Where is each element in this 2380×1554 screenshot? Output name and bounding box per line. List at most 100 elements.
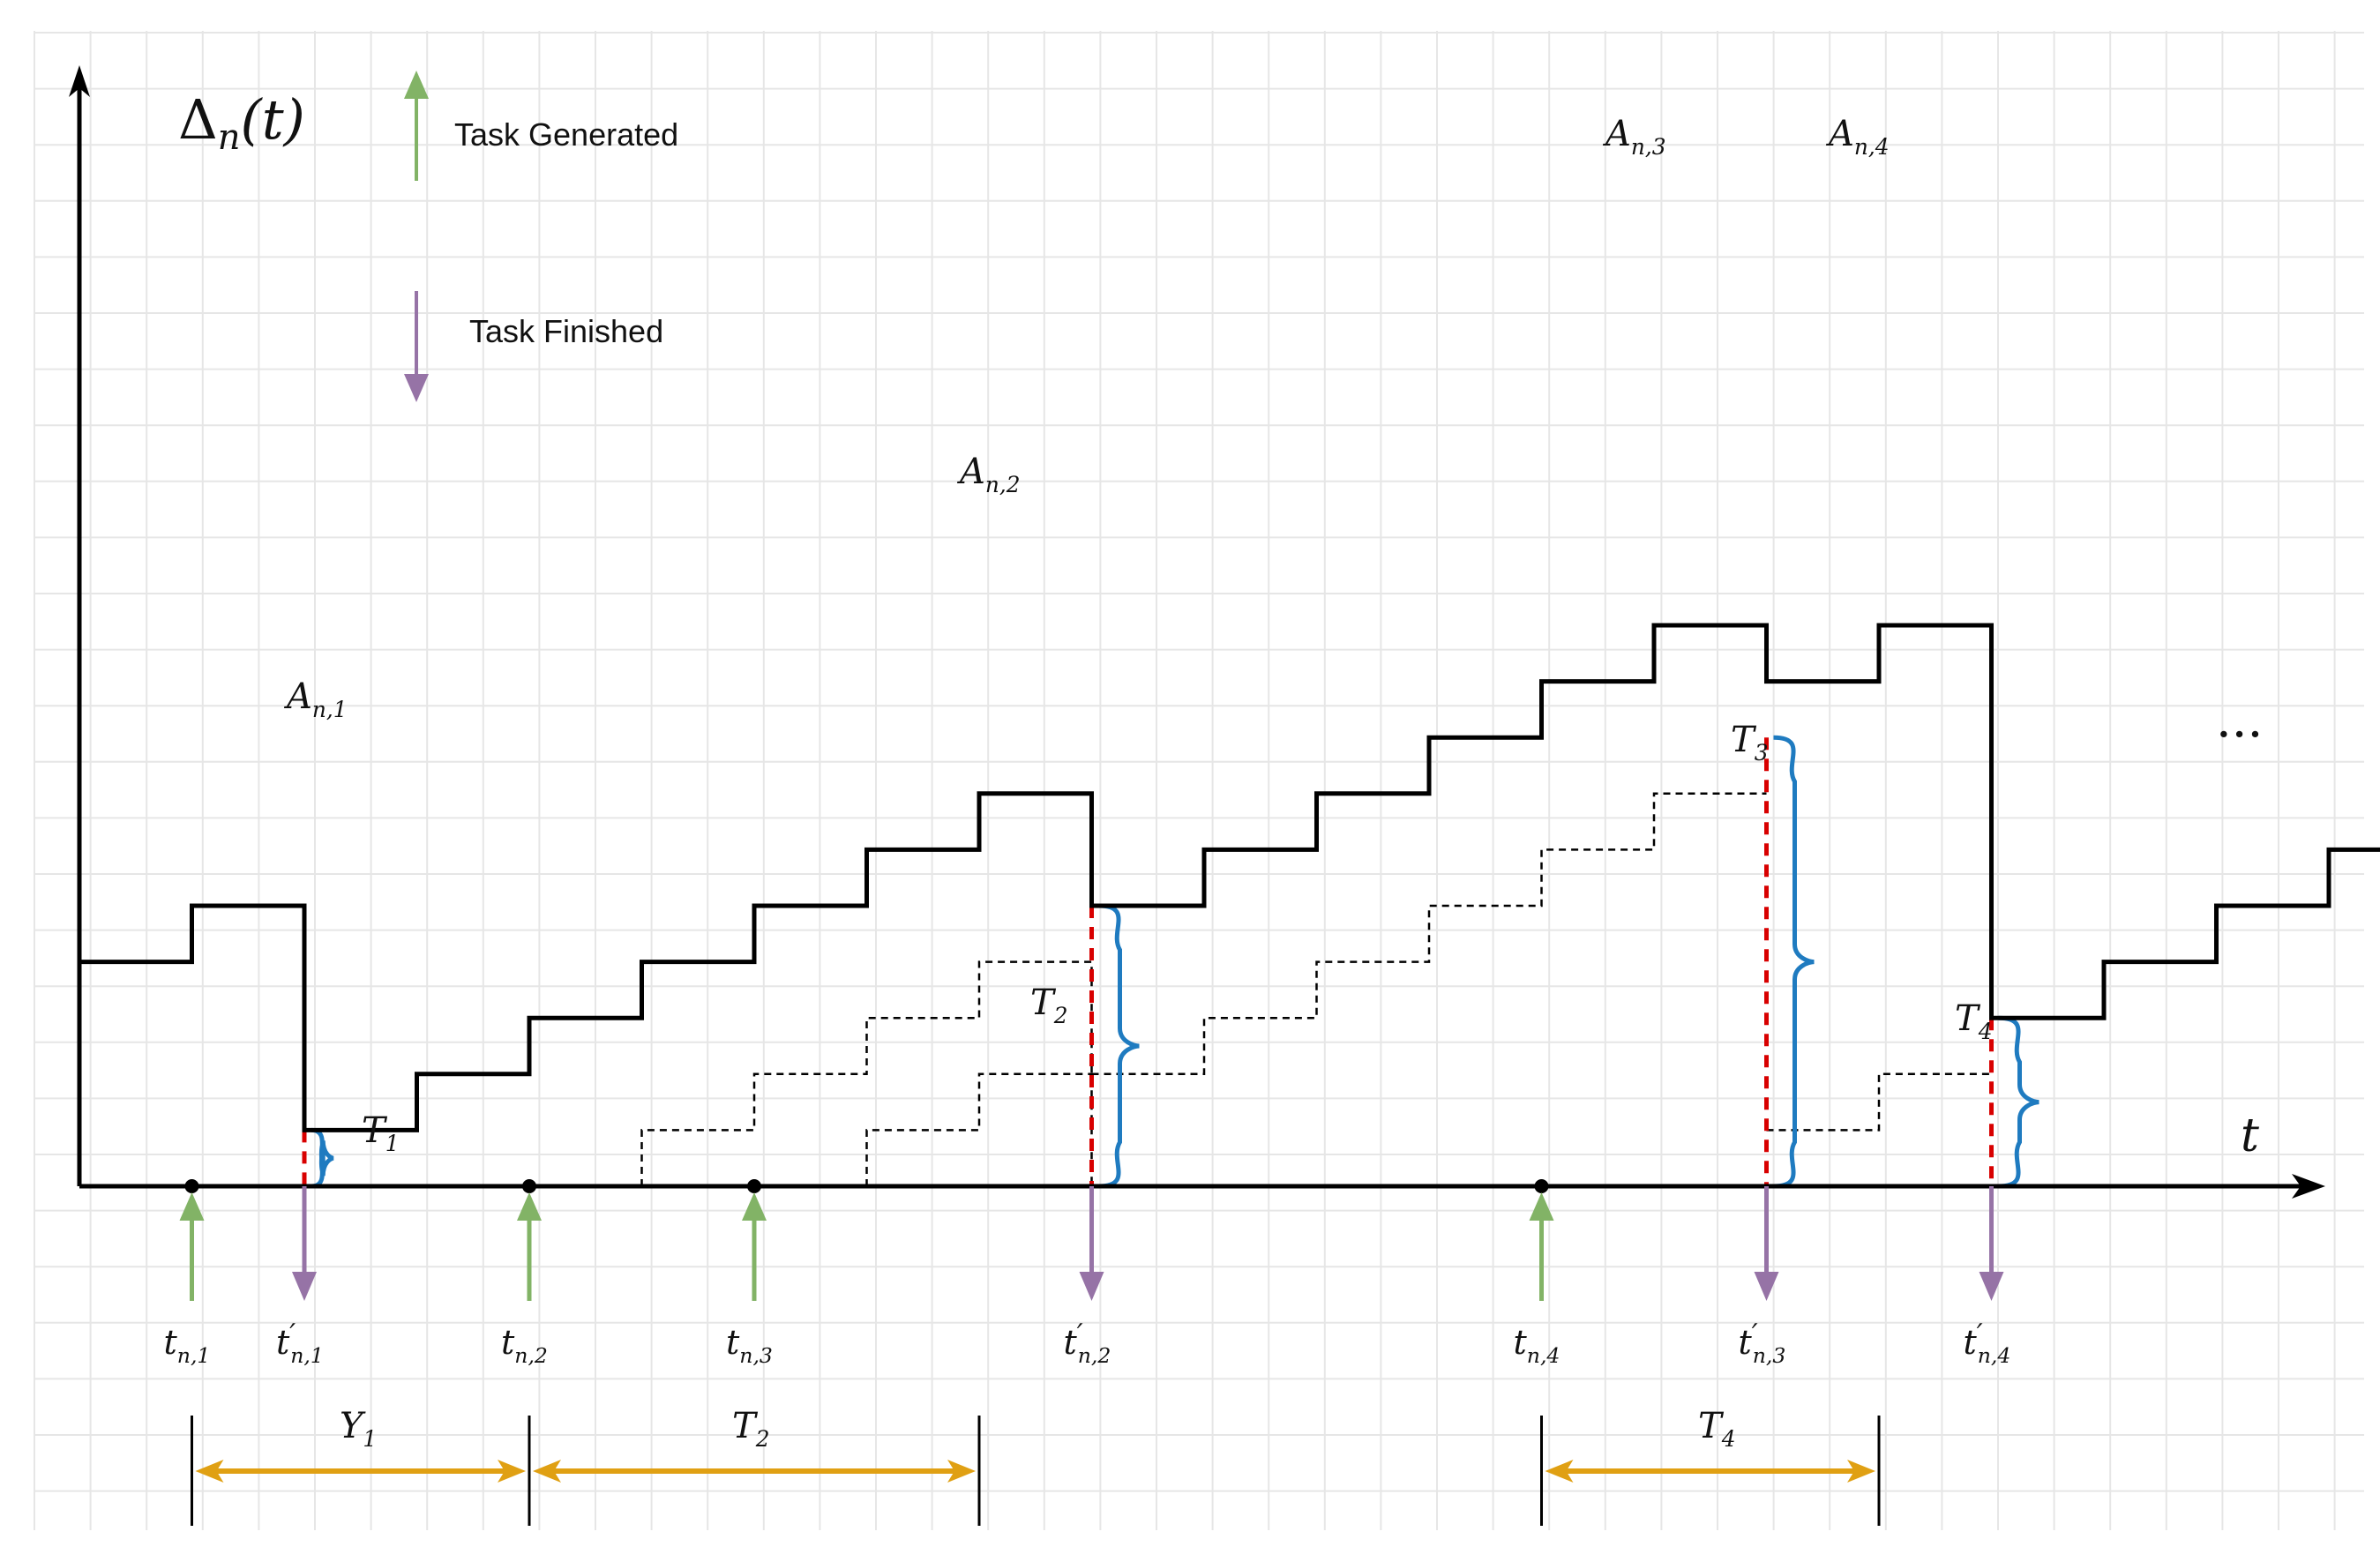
time-label-main: t [501,1323,515,1362]
service-time-braces [311,735,2039,1189]
dashed-staircase-1 [640,960,1093,1186]
time-label-main: t [1964,1323,1978,1362]
peak-label-sub: n,2 [985,472,1021,497]
brace-T2 [1098,903,1140,1189]
brace-T1 [311,1127,334,1189]
time-label: t′n,3 [1739,1319,1786,1368]
peak-label: An,3 [1602,114,1666,160]
brace-label-main: T [362,1110,388,1151]
interval-label-main: T [732,1406,759,1446]
x-axis-label: t [2241,1109,2259,1162]
red-dashed-drop-lines [302,737,1994,1186]
event-arrows [179,1186,2004,1301]
peak-label-main: A [283,676,312,717]
generation-dot [1534,1179,1549,1193]
time-label-main: t [726,1323,740,1362]
brace-T3 [1773,735,1815,1189]
interval-label: T2 [732,1406,769,1452]
x-axis-arrowhead [2292,1174,2325,1199]
finished-arrow-head [1079,1272,1104,1301]
interval-T4-head-right [1847,1460,1875,1483]
brace-label: T2 [1030,982,1067,1028]
time-label-main: t [1514,1323,1528,1362]
legend-finished-label: Task Finished [469,313,663,349]
time-label-prime: ′ [1077,1319,1083,1350]
y-axis-label-symbol: Δ [178,87,218,152]
time-label: t′n,4 [1964,1319,2011,1368]
peak-label-sub: n,4 [1854,134,1890,160]
time-label-main: t [1739,1323,1753,1362]
legend-generated-label: Task Generated [454,116,678,153]
generation-dot [522,1179,536,1193]
peak-label-main: A [956,452,985,492]
peak-label: An,2 [956,452,1021,497]
time-label-sub: n,1 [177,1343,211,1368]
time-label-sub: n,2 [1078,1343,1111,1368]
time-label-sub: n,3 [739,1343,773,1368]
background-grid [34,31,2364,1530]
y-axis-label-arg: (t) [241,87,305,152]
dashed-staircase-2 [865,1072,1092,1186]
brace-label-sub: 1 [385,1131,400,1156]
interval-T4-head-left [1545,1460,1574,1483]
interval-arrows [191,1416,1881,1526]
y-axis-label: Δn(t) [178,87,305,158]
peak-label-sub: n,1 [312,697,348,722]
time-label: t′n,2 [1064,1319,1111,1368]
peak-label: An,4 [1825,114,1890,160]
interval-T2-head-left [533,1460,561,1483]
time-label-main: t [276,1323,290,1362]
y-axis-arrowhead [69,65,90,97]
time-label: tn,1 [164,1323,211,1368]
peak-label-main: A [1602,114,1631,154]
time-label-main: t [164,1323,178,1362]
finished-arrow-head [1754,1272,1779,1301]
time-label-prime: ′ [289,1319,296,1350]
generation-dot [747,1179,761,1193]
time-label-prime: ′ [1752,1319,1758,1350]
interval-T2-head-right [947,1460,976,1483]
time-label: tn,4 [1514,1323,1560,1368]
axes [69,65,2325,1199]
time-label-main: t [1064,1323,1078,1362]
brace-label-sub: 4 [1978,1019,1993,1044]
interval-label: T4 [1698,1406,1735,1452]
time-label-prime: ′ [1977,1319,1983,1350]
brace-label: T1 [362,1110,399,1156]
brace-label-sub: 3 [1755,740,1769,766]
interval-label-sub: 4 [1721,1426,1736,1452]
brace-label-main: T [1731,720,1757,760]
generated-arrow-head [517,1192,542,1221]
generated-arrow-head [742,1192,767,1221]
generation-dot [184,1179,199,1193]
brace-label-main: T [1955,998,1981,1039]
age-curve [79,623,2380,1132]
generated-arrow-head [1529,1192,1554,1221]
peak-label: An,1 [283,676,348,722]
dashed-staircase-3 [1091,792,1767,1076]
legend: Task Generated Task Finished [404,71,678,402]
time-label-sub: n,4 [1527,1343,1560,1368]
continuation-ellipsis: ··· [2216,706,2263,764]
interval-Y1-head-left [195,1460,224,1483]
time-label-sub: n,2 [514,1343,548,1368]
brace-label-sub: 2 [1053,1003,1068,1028]
time-label: t′n,1 [276,1319,324,1368]
generated-arrow-head [179,1192,205,1221]
generation-dots [184,1179,1549,1193]
interval-Y1-head-right [498,1460,526,1483]
interval-label: Y1 [340,1406,377,1452]
brace-label: T4 [1955,998,1992,1044]
brace-label-main: T [1030,982,1057,1023]
time-label-sub: n,1 [290,1343,324,1368]
legend-generated-arrowhead [404,71,429,99]
brace-T4 [1998,1015,2039,1189]
time-label: tn,2 [501,1323,548,1368]
interval-label-sub: 2 [755,1426,770,1452]
brace-label: T3 [1731,720,1768,766]
peak-label-sub: n,3 [1631,134,1666,160]
time-label-sub: n,4 [1978,1343,2011,1368]
peak-label-main: A [1825,114,1854,154]
